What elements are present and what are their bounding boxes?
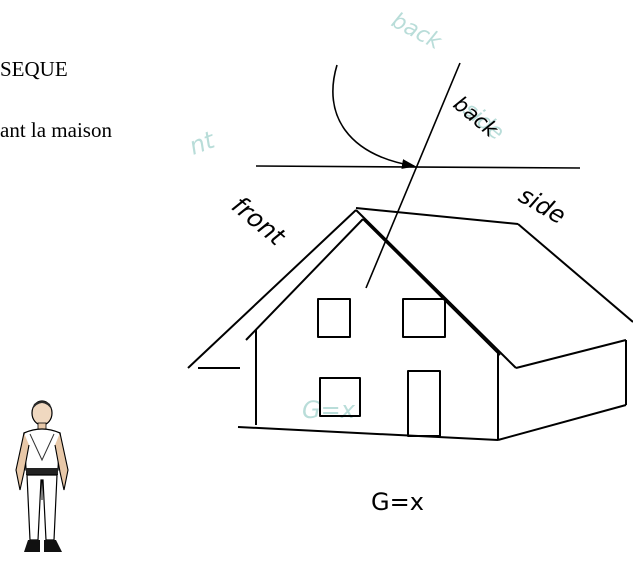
side-wall-bottom bbox=[497, 404, 627, 441]
front-label: front bbox=[226, 190, 292, 252]
roof-right-edge bbox=[517, 223, 633, 323]
house-ground-line bbox=[237, 426, 499, 441]
rotation-arrow bbox=[332, 64, 416, 169]
front-door bbox=[407, 370, 441, 437]
roof-left-inner-edge bbox=[245, 218, 364, 341]
ghost-back-label: back bbox=[387, 8, 446, 55]
side-label: side bbox=[514, 181, 571, 230]
horizontal-reference-line bbox=[255, 165, 581, 169]
caption-fragment: ant la maison bbox=[0, 118, 112, 142]
window-upper-left bbox=[317, 298, 351, 338]
roof-eave bbox=[515, 339, 627, 369]
heading-fragment: SEQUE bbox=[0, 57, 68, 81]
ghost-equation-label: G=x bbox=[302, 396, 356, 424]
window-upper-right bbox=[402, 298, 446, 338]
diagonal-axis-line bbox=[365, 62, 461, 289]
gable-right-slope bbox=[355, 209, 517, 369]
roof-left-outer-edge bbox=[187, 209, 357, 369]
ghost-front-fragment: nt bbox=[185, 125, 219, 160]
gable-right-slope-inner bbox=[362, 218, 501, 356]
roof-ridge bbox=[355, 207, 519, 225]
window-lower-left bbox=[319, 377, 361, 417]
standing-man-figure bbox=[15, 400, 69, 552]
equation-label: G=x bbox=[371, 488, 424, 516]
